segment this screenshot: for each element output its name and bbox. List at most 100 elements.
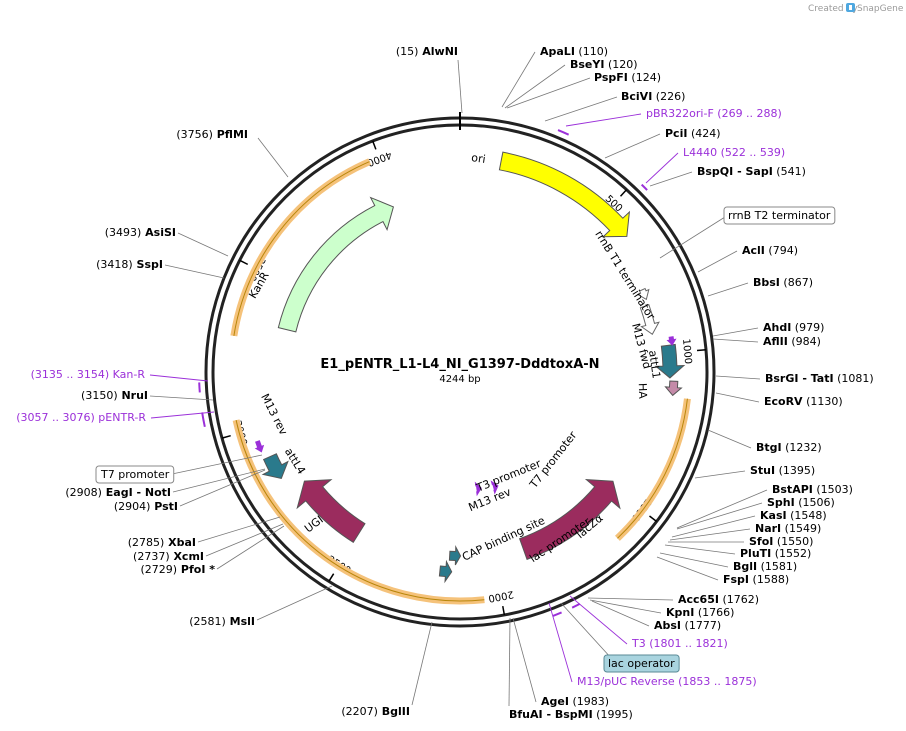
t7-promoter-label-box bbox=[95, 465, 175, 484]
site-name: BtgI bbox=[756, 441, 782, 454]
leader-btgi bbox=[707, 429, 752, 449]
primer-label-pbr322ori-f: pBR322ori-F (269 .. 288) bbox=[646, 107, 782, 120]
snapgene-logo-icon bbox=[846, 3, 855, 12]
attl1-arrow bbox=[654, 343, 686, 379]
leader-bbsi bbox=[707, 282, 749, 297]
leader-sphi bbox=[676, 502, 763, 530]
site-pos: (979) bbox=[791, 321, 824, 334]
site-label-msli: (2581) MslI bbox=[189, 615, 255, 628]
site-pos: (2207) bbox=[341, 705, 378, 718]
site-pos: (110) bbox=[575, 45, 608, 58]
site-pos: (124) bbox=[628, 71, 661, 84]
leader-bglii bbox=[411, 621, 433, 706]
m13-fwd-arrow bbox=[666, 336, 677, 346]
site-label-sphi: SphI (1506) bbox=[767, 496, 835, 509]
site-name: BbsI bbox=[753, 276, 780, 289]
leader-primer-2 bbox=[569, 595, 628, 645]
kanr-arrow bbox=[277, 196, 395, 333]
tick-2500 bbox=[328, 573, 335, 582]
leader-pspfi bbox=[506, 77, 591, 109]
site-pos: (1588) bbox=[749, 573, 789, 586]
leader-agei bbox=[512, 617, 537, 703]
leader-primer-4 bbox=[149, 374, 209, 382]
site-label-bstapi: BstAPI (1503) bbox=[772, 483, 853, 496]
site-label-xcmi: (2737) XcmI bbox=[133, 550, 204, 563]
ori-arrow bbox=[498, 151, 631, 238]
primer-name: pENTR-R bbox=[95, 411, 147, 424]
primer-label-kan-r: (3135 .. 3154) Kan-R bbox=[31, 368, 146, 381]
site-label-asisi: (3493) AsiSI bbox=[105, 226, 176, 239]
site-pos: (424) bbox=[687, 127, 720, 140]
leader-primer-0 bbox=[565, 113, 642, 127]
site-pos: (3493) bbox=[105, 226, 142, 239]
leader-ecorv bbox=[715, 392, 760, 403]
site-pos: (1995) bbox=[593, 708, 633, 721]
site-label-pflmi: (3756) PflMI bbox=[176, 128, 248, 141]
leader-stui bbox=[694, 470, 746, 479]
site-name: PflMI bbox=[213, 128, 248, 141]
lac-operator-label-box bbox=[603, 654, 680, 673]
site-pos: (1777) bbox=[681, 619, 721, 632]
kan-r-mark bbox=[198, 382, 201, 393]
site-pos: (794) bbox=[765, 244, 798, 257]
ha-arrow bbox=[664, 380, 683, 397]
plasmid-name: E1_pENTR_L1-L4_NI_G1397-DddtoxA-N bbox=[320, 357, 599, 372]
site-pos: (2904) bbox=[114, 500, 151, 513]
site-label-stui: StuI (1395) bbox=[750, 464, 815, 477]
primer-range: (3135 .. 3154) bbox=[31, 368, 110, 381]
site-pos: (2908) bbox=[65, 486, 102, 499]
site-name: EagI bbox=[102, 486, 133, 499]
rrnb-t2-arrow bbox=[636, 287, 650, 301]
primer-name: M13/pUC Reverse bbox=[577, 675, 675, 688]
leader-nrui bbox=[149, 395, 214, 401]
leader-bseyi bbox=[504, 64, 566, 109]
site-pos: (2737) bbox=[133, 550, 170, 563]
site-label-fspi: FspI (1588) bbox=[723, 573, 789, 586]
site-name: PstI bbox=[150, 500, 178, 513]
leader-alwni bbox=[457, 59, 463, 114]
site-pos: (1549) bbox=[781, 522, 821, 535]
site-name: SphI bbox=[767, 496, 795, 509]
site-name: FspI bbox=[723, 573, 749, 586]
site-label-apali: ApaLI (110) bbox=[540, 45, 608, 58]
site-name: PciI bbox=[665, 127, 687, 140]
site-label-aflii: AflII (984) bbox=[763, 335, 821, 348]
primer-range: (522 .. 539) bbox=[717, 146, 785, 159]
site-name: BglII bbox=[378, 705, 410, 718]
site-name: AbsI bbox=[654, 619, 681, 632]
leader-primer-3 bbox=[548, 602, 573, 683]
site-label-bgli: BglI (1581) bbox=[733, 560, 797, 573]
site-pos: (120) bbox=[604, 58, 637, 71]
lac-promoter-arrow bbox=[438, 559, 453, 584]
site-label-pcii: PciI (424) bbox=[665, 127, 721, 140]
site-name: MslI bbox=[226, 615, 255, 628]
t7-inner-arrow bbox=[490, 480, 499, 495]
primer-name: T3 bbox=[631, 637, 646, 650]
site-pos: (1548) bbox=[787, 509, 827, 522]
site-name: SfoI bbox=[749, 535, 773, 548]
tick-1000 bbox=[696, 348, 707, 352]
m13-rev-left-label: M13 rev bbox=[258, 392, 290, 438]
ori-label: ori bbox=[470, 151, 486, 166]
m13-puc-mark bbox=[552, 611, 562, 617]
leader-primer-1 bbox=[645, 152, 679, 184]
leader-ahdi bbox=[712, 327, 759, 337]
backbone-inner-circle bbox=[211, 123, 709, 621]
site-label-sfoi: SfoI (1550) bbox=[749, 535, 813, 548]
leader-pluti bbox=[664, 544, 736, 555]
watermark: Created by SnapGene bbox=[808, 3, 904, 14]
leader-nari bbox=[669, 528, 751, 541]
leader-fspi bbox=[656, 556, 719, 581]
leader-xbai bbox=[197, 516, 281, 543]
tick-2000 bbox=[502, 605, 506, 616]
m13-rev-inner-arrow bbox=[474, 481, 482, 497]
site-name: StuI bbox=[750, 464, 775, 477]
site-label-sspi: (3418) SspI bbox=[96, 258, 163, 271]
site-label-pfoi: (2729) PfoI * bbox=[141, 563, 216, 576]
t7-promoter-label-leader bbox=[171, 454, 263, 475]
rrnb-t2-label-box bbox=[723, 206, 836, 225]
site-label-bsrgi: BsrGI - TatI (1081) bbox=[765, 372, 874, 385]
site-name: AlwNI bbox=[418, 45, 458, 58]
site-label-pspfi: PspFI (124) bbox=[594, 71, 661, 84]
